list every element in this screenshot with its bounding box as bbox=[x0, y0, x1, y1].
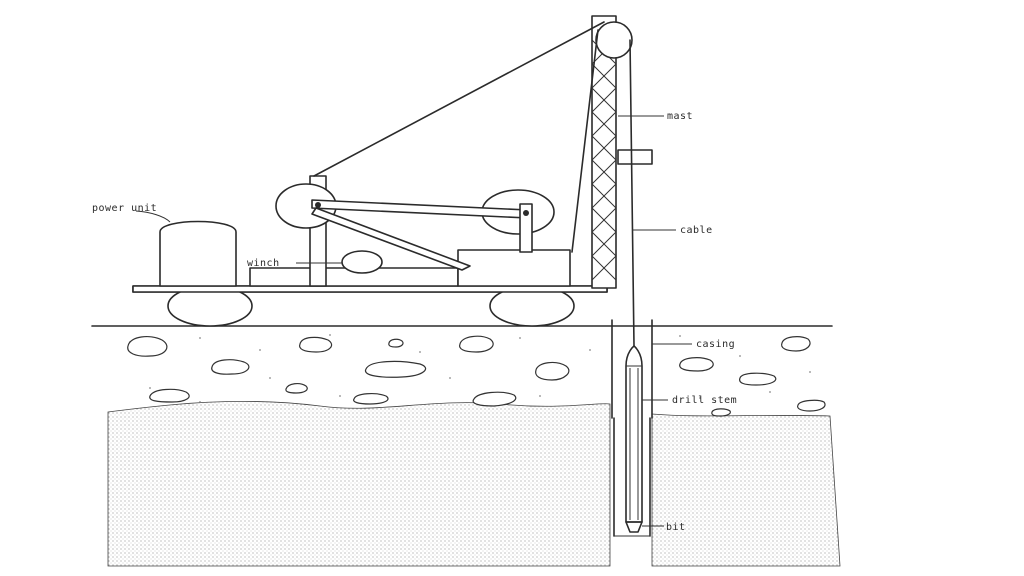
cables bbox=[313, 21, 635, 347]
rig-platform bbox=[132, 285, 608, 327]
spudding-assembly bbox=[275, 175, 555, 287]
label-bit: bit bbox=[666, 522, 686, 533]
label-mast: mast bbox=[667, 111, 693, 122]
label-cable: cable bbox=[680, 225, 713, 236]
power-unit bbox=[159, 220, 237, 287]
stones bbox=[127, 335, 826, 417]
label-drill-stem: drill stem bbox=[672, 395, 737, 406]
mast-bracket bbox=[617, 149, 653, 165]
bedrock-stippled-layer bbox=[107, 400, 611, 567]
drill-cable bbox=[629, 39, 635, 347]
platform-deck-top bbox=[132, 285, 608, 293]
bedrock-stippled-layer-right bbox=[651, 413, 841, 567]
leader-lines bbox=[135, 115, 692, 527]
drill-bit bbox=[625, 521, 643, 533]
label-winch: winch bbox=[247, 258, 280, 269]
drill-stem bbox=[625, 345, 643, 523]
crown-sheave bbox=[595, 21, 633, 59]
winch-drum bbox=[341, 250, 383, 274]
engine-housing bbox=[457, 249, 571, 287]
guy-cable bbox=[313, 21, 605, 177]
label-casing: casing bbox=[696, 339, 735, 350]
overburden-specks bbox=[129, 334, 811, 403]
well-bore bbox=[611, 319, 653, 537]
mast bbox=[591, 15, 653, 289]
ground bbox=[91, 325, 841, 567]
label-power-unit: power unit bbox=[92, 203, 157, 214]
